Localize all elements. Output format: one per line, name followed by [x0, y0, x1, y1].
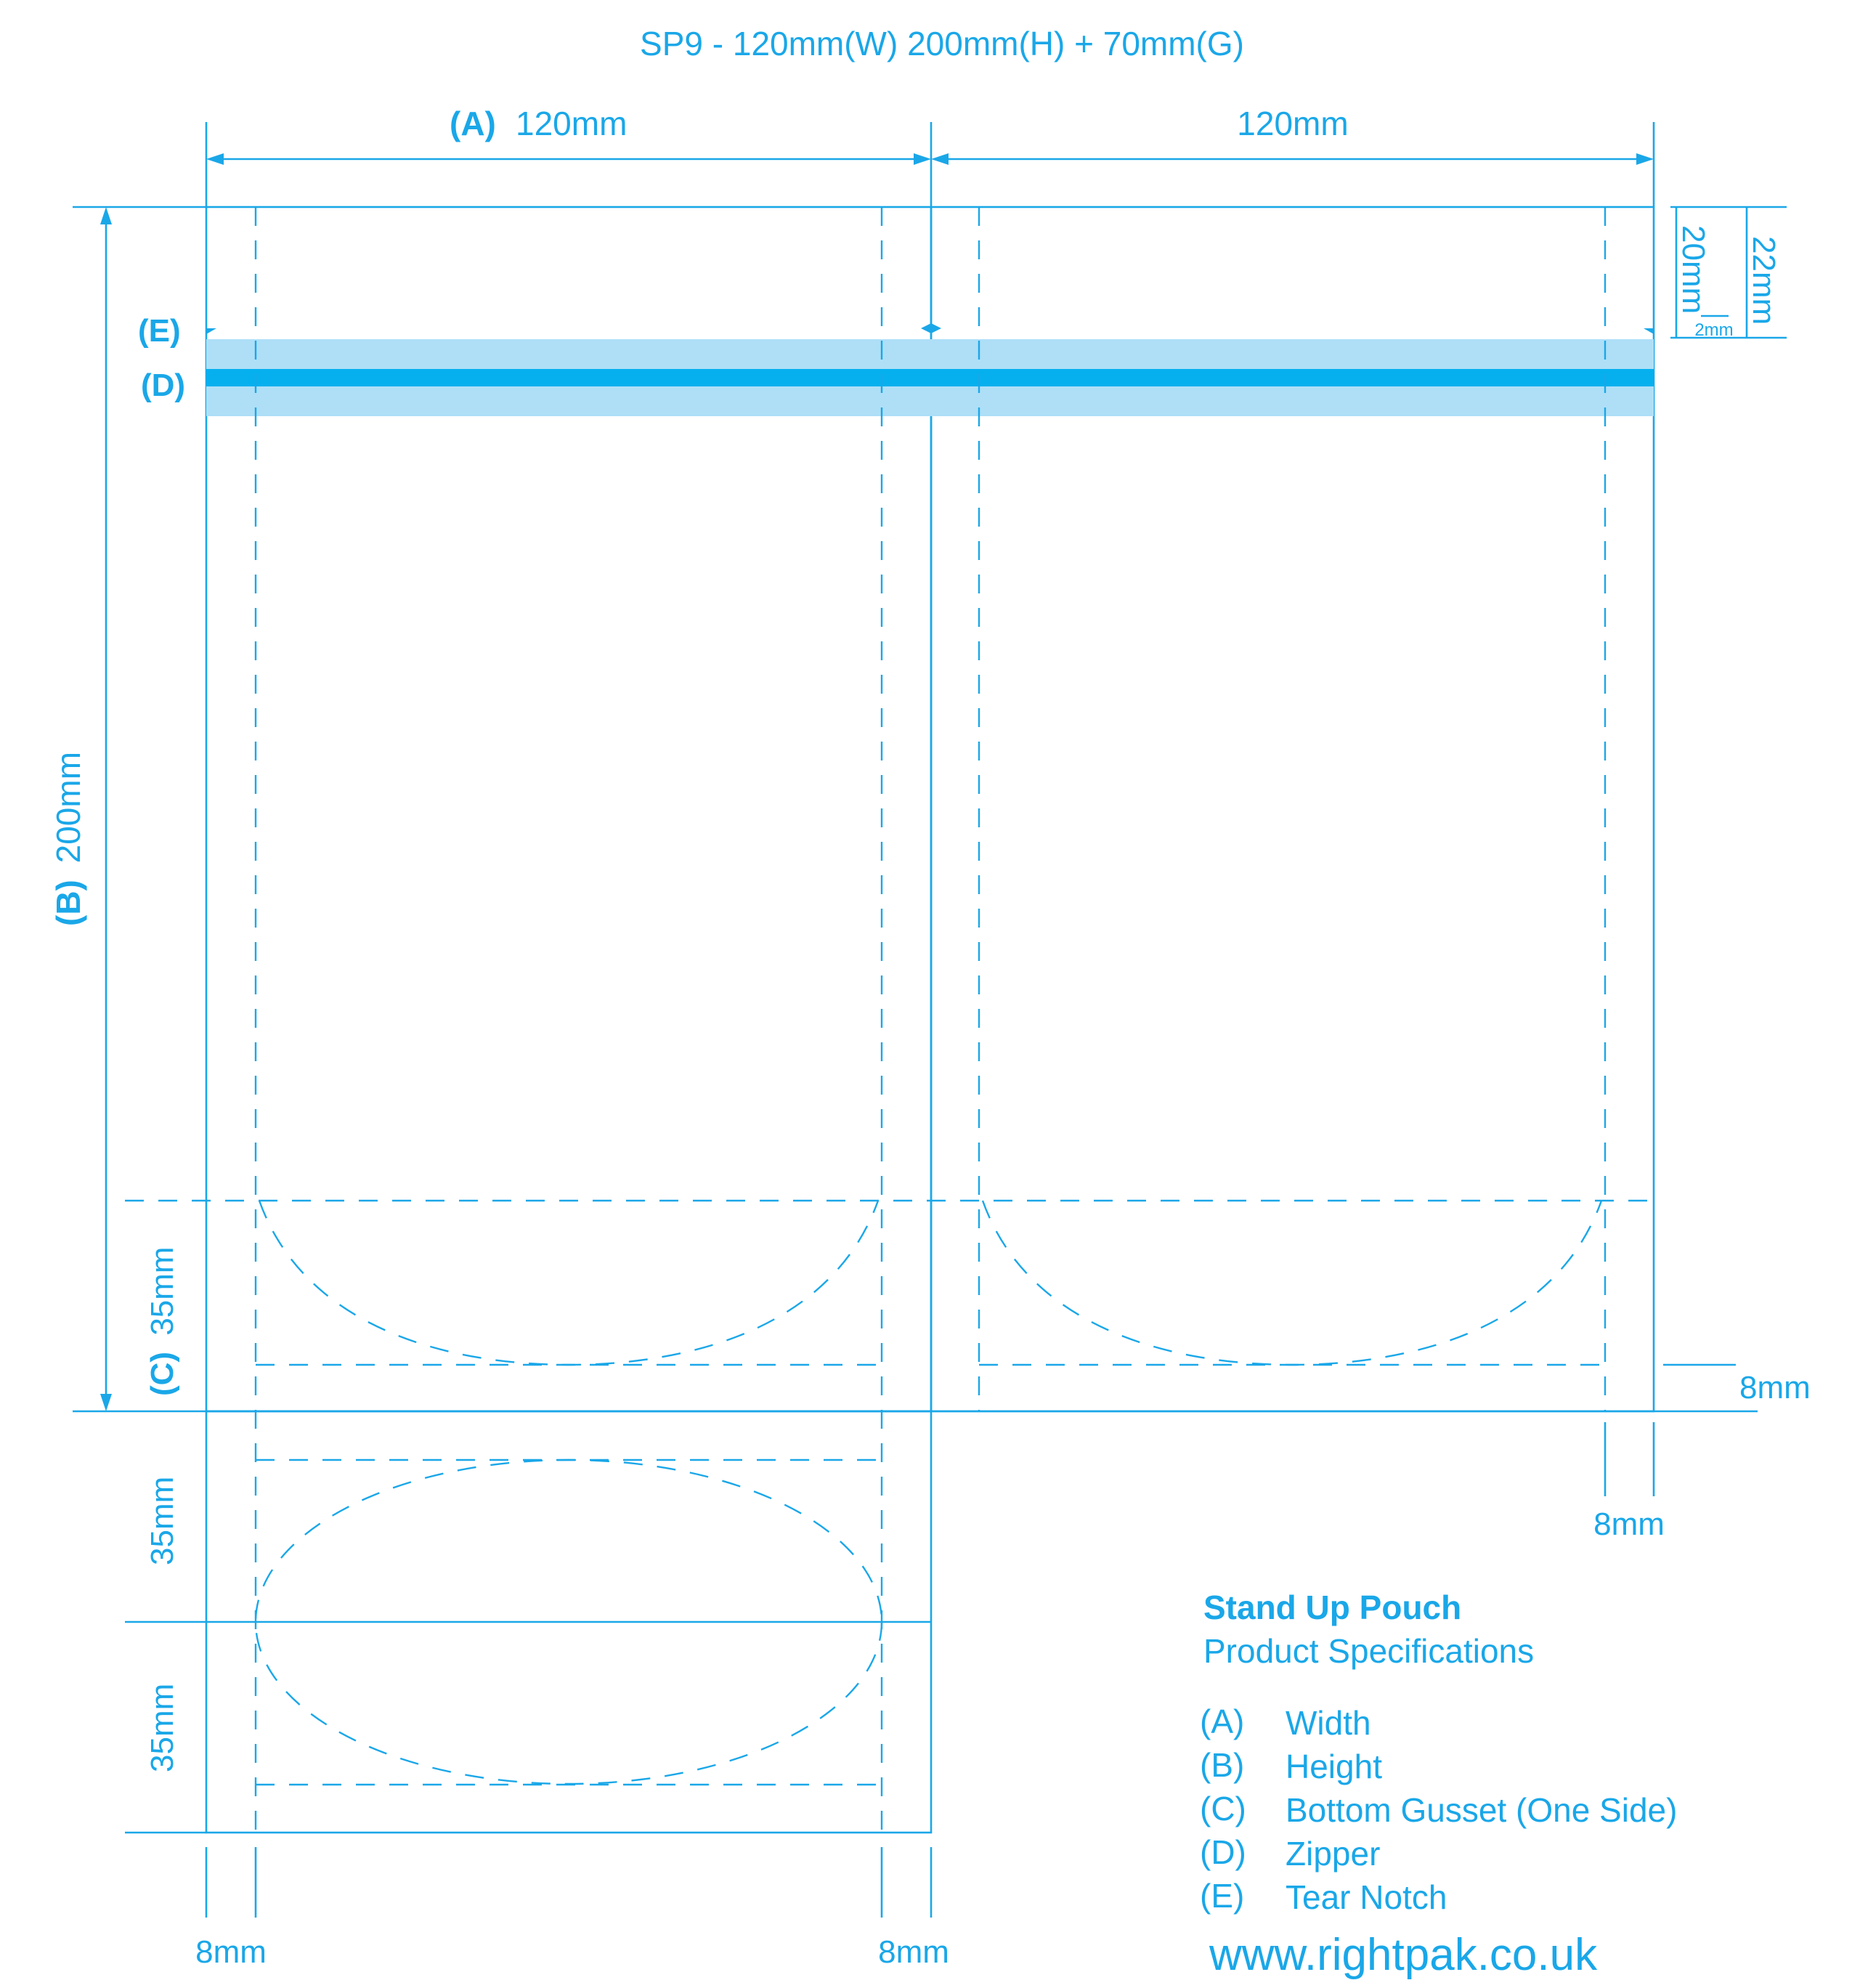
- gusset-letter: (C): [145, 1352, 180, 1396]
- legend-letter: (A): [1200, 1703, 1244, 1740]
- seal-bottom-right-label: 8mm: [1593, 1506, 1665, 1542]
- arrow-left-icon: [206, 153, 224, 165]
- legend-item: (B) Height: [1200, 1746, 1382, 1785]
- diagram-title: SP9 - 120mm(W) 200mm(H) + 70mm(G): [640, 25, 1244, 62]
- legend-label: Zipper: [1286, 1835, 1380, 1873]
- top-dimensions: 20mm 22mm 2mm: [1670, 206, 1787, 340]
- arrow-left-icon: [931, 153, 949, 165]
- legend-item: (C) Bottom Gusset (One Side): [1200, 1790, 1677, 1829]
- legend-label: Width: [1286, 1704, 1371, 1742]
- specs-heading: Stand Up Pouch: [1203, 1589, 1461, 1626]
- gusset-dimension: (C) 35mm 35mm 35mm: [145, 1246, 180, 1772]
- tear-notch-left-icon: [206, 328, 216, 334]
- height-value: 200mm: [49, 752, 87, 863]
- arrow-right-icon: [914, 153, 931, 165]
- gusset-lower-1-label: 35mm: [145, 1477, 180, 1565]
- specs-subheading: Product Specifications: [1203, 1632, 1534, 1670]
- legend-item: (E) Tear Notch: [1200, 1877, 1447, 1916]
- legend-letter: (B): [1200, 1746, 1244, 1784]
- tear-notch-center-icon: [921, 323, 941, 333]
- arrow-down-icon: [100, 1394, 112, 1411]
- arrow-right-icon: [1636, 153, 1654, 165]
- specs-legend: Stand Up Pouch Product Specifications (A…: [1200, 1589, 1677, 1980]
- height-dimension: (B) 200mm: [49, 207, 112, 1411]
- tear-notch-right-icon: [1644, 328, 1654, 334]
- top-22-label: 22mm: [1746, 236, 1782, 325]
- legend-item: (D) Zipper: [1200, 1833, 1380, 1873]
- gusset-fold-lines: [125, 1199, 1654, 1786]
- pouch-panels: [73, 206, 1758, 1834]
- legend-label: Height: [1286, 1748, 1382, 1785]
- side-seal-lines: [254, 207, 1607, 1833]
- legend-item: (A) Width: [1200, 1703, 1371, 1742]
- zipper-line: [206, 369, 1654, 386]
- gusset-lower-2-label: 35mm: [145, 1684, 180, 1772]
- height-label: (B) 200mm: [49, 752, 87, 926]
- legend-letter: (C): [1200, 1790, 1246, 1827]
- tear-notch-letter: (E): [138, 313, 181, 349]
- seal-bottom-mid-label: 8mm: [878, 1934, 949, 1970]
- seal-right-label: 8mm: [1739, 1370, 1811, 1405]
- legend-label: Tear Notch: [1286, 1878, 1447, 1916]
- legend-letter: (E): [1200, 1877, 1244, 1915]
- seal-bottom-left-label: 8mm: [195, 1934, 267, 1970]
- width-value-right: 120mm: [1237, 105, 1348, 142]
- top-20-label: 20mm: [1676, 225, 1711, 314]
- width-letter: (A): [450, 105, 496, 142]
- left-markers: (E) (D): [138, 313, 1654, 403]
- gusset-value: 35mm: [145, 1246, 180, 1335]
- arrow-up-icon: [100, 207, 112, 224]
- bottom-seal-guides: 8mm 8mm 8mm 8mm: [195, 1363, 1811, 1970]
- width-value: 120mm: [516, 105, 627, 142]
- height-letter: (B): [49, 880, 87, 926]
- legend-label: Bottom Gusset (One Side): [1286, 1791, 1677, 1829]
- zipper: [206, 339, 1654, 416]
- website-url: www.rightpak.co.uk: [1209, 1930, 1598, 1980]
- zipper-letter: (D): [141, 368, 185, 403]
- gusset-label: (C) 35mm: [145, 1246, 180, 1396]
- top-2-label: 2mm: [1694, 320, 1733, 340]
- legend-letter: (D): [1200, 1833, 1246, 1871]
- width-dimension: (A) 120mm 120mm: [205, 105, 1655, 207]
- gusset-curves: [254, 1200, 1603, 1785]
